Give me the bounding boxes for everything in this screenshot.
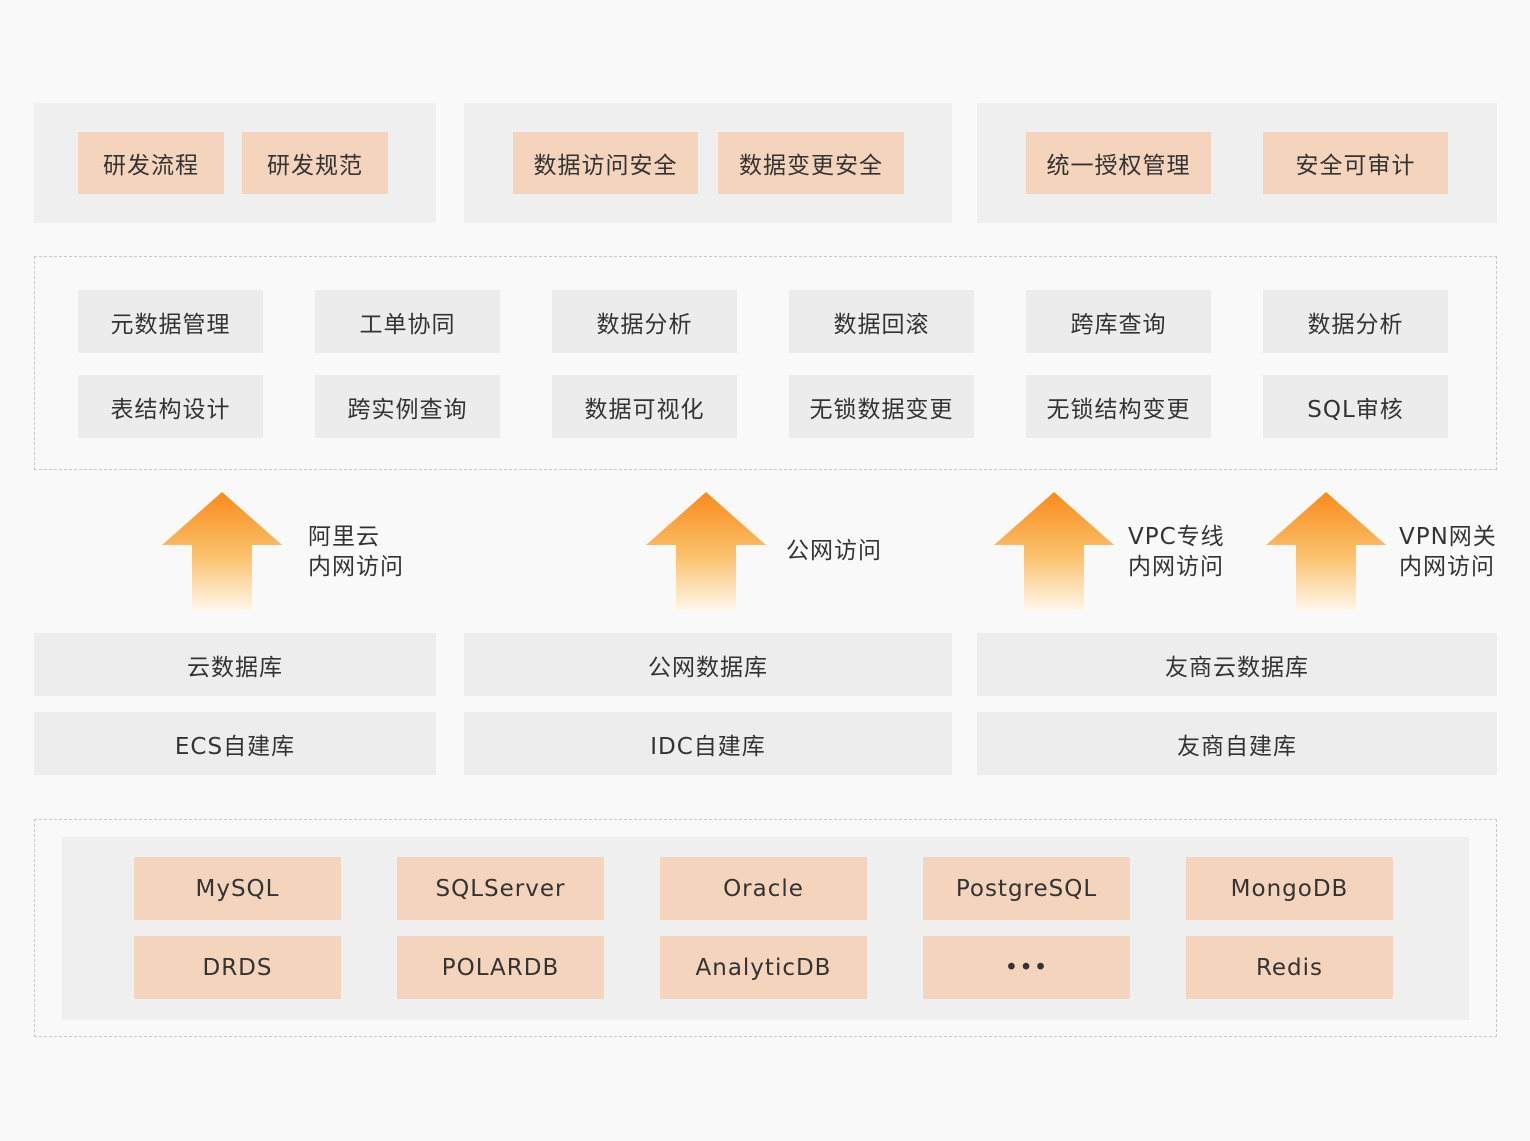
feature-cross-instance-query: 跨实例查询 [315,375,500,438]
feature-metadata: 元数据管理 [78,290,263,353]
up-arrow-icon [1266,492,1386,610]
feature-cross-db-query: 跨库查询 [1026,290,1211,353]
feature-panel [34,256,1497,470]
engine-mysql: MySQL [134,857,341,920]
feature-data-analysis-2: 数据分析 [1263,290,1448,353]
source-idc-self-built: IDC自建库 [464,712,952,775]
engine-mongodb: MongoDB [1186,857,1393,920]
source-partner-cloud-db: 友商云数据库 [977,633,1497,696]
up-arrow-icon [162,492,282,610]
engine-analyticdb: AnalyticDB [660,936,867,999]
feature-schema-design: 表结构设计 [78,375,263,438]
top-item-dev-process: 研发流程 [78,132,224,194]
engine-drds: DRDS [134,936,341,999]
engine-redis: Redis [1186,936,1393,999]
feature-lockless-data-change: 无锁数据变更 [789,375,974,438]
feature-data-visualization: 数据可视化 [552,375,737,438]
up-arrow-icon [994,492,1114,610]
access-label-vpn: VPN网关内网访问 [1399,524,1497,580]
feature-sql-review: SQL审核 [1263,375,1448,438]
source-cloud-db: 云数据库 [34,633,436,696]
up-arrow-icon [646,492,766,610]
engine-more-ellipsis: ••• [923,936,1130,999]
feature-data-rollback: 数据回滚 [789,290,974,353]
source-partner-self-built: 友商自建库 [977,712,1497,775]
access-label-public: 公网访问 [786,538,882,564]
feature-lockless-schema-change: 无锁结构变更 [1026,375,1211,438]
engine-polardb: POLARDB [397,936,604,999]
access-label-vpc: VPC专线内网访问 [1128,524,1225,580]
engine-sqlserver: SQLServer [397,857,604,920]
top-item-auditable: 安全可审计 [1263,132,1448,194]
source-ecs-self-built: ECS自建库 [34,712,436,775]
engine-panel [34,819,1497,1037]
top-item-data-access-security: 数据访问安全 [513,132,698,194]
feature-ticket-collab: 工单协同 [315,290,500,353]
top-item-data-change-security: 数据变更安全 [718,132,904,194]
feature-data-analysis: 数据分析 [552,290,737,353]
access-label-aliyun: 阿里云内网访问 [308,524,404,580]
source-public-db: 公网数据库 [464,633,952,696]
engine-oracle: Oracle [660,857,867,920]
engine-postgresql: PostgreSQL [923,857,1130,920]
top-item-dev-standard: 研发规范 [242,132,388,194]
top-item-unified-auth: 统一授权管理 [1026,132,1211,194]
